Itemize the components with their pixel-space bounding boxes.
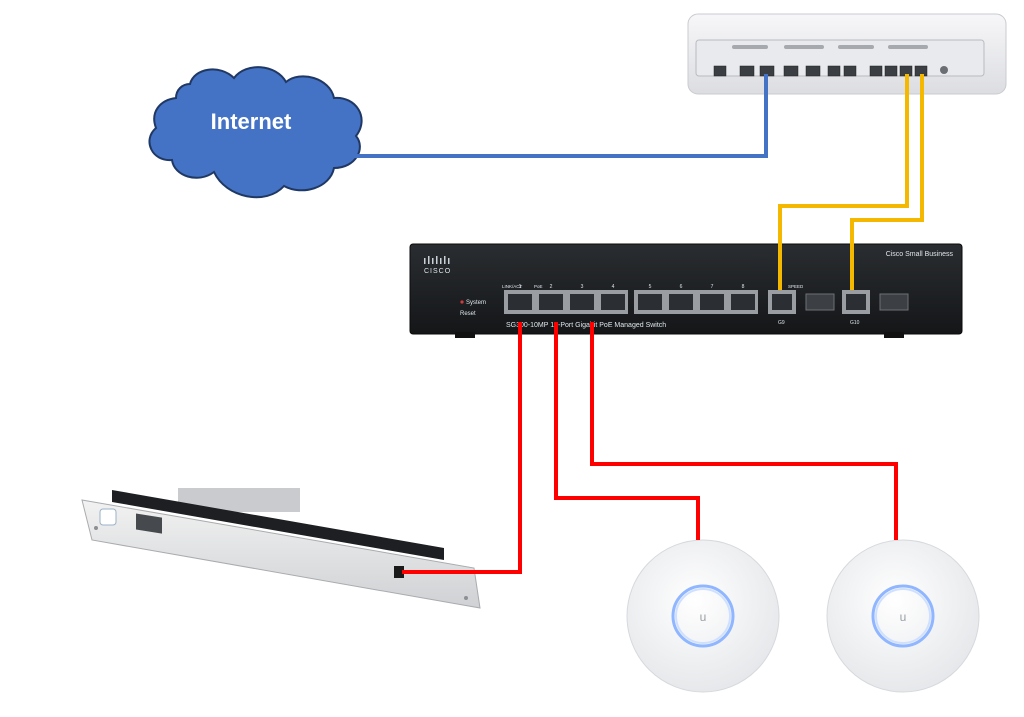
switch-port-number: 7 (711, 284, 714, 290)
wireless-access-point-icon (626, 539, 780, 693)
switch-port-group: 1 2 3 4 5 6 7 8 (508, 284, 755, 310)
speed-label: SPEED (788, 284, 804, 289)
rack-controller-icon (81, 488, 481, 609)
cloud-label: Internet (211, 109, 292, 134)
cisco-logo-icon (424, 256, 450, 264)
uplink-cables (778, 74, 924, 290)
switch-port-number: 4 (612, 284, 615, 290)
router-device-icon (687, 13, 1007, 95)
switch-port-number: 6 (680, 284, 683, 290)
switch-port-number: 2 (550, 284, 553, 290)
poe-label: PoE (534, 284, 543, 289)
switch-port-1 (508, 294, 532, 310)
switch-port-number: 1 (519, 284, 522, 290)
poe-cables (402, 322, 898, 574)
reset-label: Reset (460, 311, 476, 317)
switch-port-3 (570, 294, 594, 310)
switch-brand: Cisco Small Business (886, 251, 954, 258)
svg-text:u: u (700, 610, 707, 624)
switch-port-2 (539, 294, 563, 310)
switch-port-number: 3 (581, 284, 584, 290)
wireless-access-point-icon (826, 539, 980, 693)
network-switch-icon: CISCO Cisco Small Business System Reset … (409, 243, 963, 338)
internet-cloud: Internet (148, 66, 363, 199)
access-point-1: u (626, 539, 780, 693)
switch-port-6 (669, 294, 693, 310)
svg-text:u: u (900, 610, 907, 624)
link-act-label: LINK/ACT (502, 284, 523, 289)
wan-cable (354, 74, 768, 158)
switch-port-number: 8 (742, 284, 745, 290)
access-point-2: u (826, 539, 980, 693)
switch-port-7 (700, 294, 724, 310)
cisco-logo-text: CISCO (424, 268, 451, 275)
combo-label-g10: G10 (850, 320, 860, 326)
switch-port-4 (601, 294, 625, 310)
switch-model-label: SG300-10MP 10-Port Gigabit PoE Managed S… (506, 322, 666, 329)
switch-port-number: 5 (649, 284, 652, 290)
system-label: System (466, 300, 486, 306)
switch-port-8 (731, 294, 755, 310)
combo-label-g9: G9 (778, 320, 785, 326)
switch-port-5 (638, 294, 662, 310)
